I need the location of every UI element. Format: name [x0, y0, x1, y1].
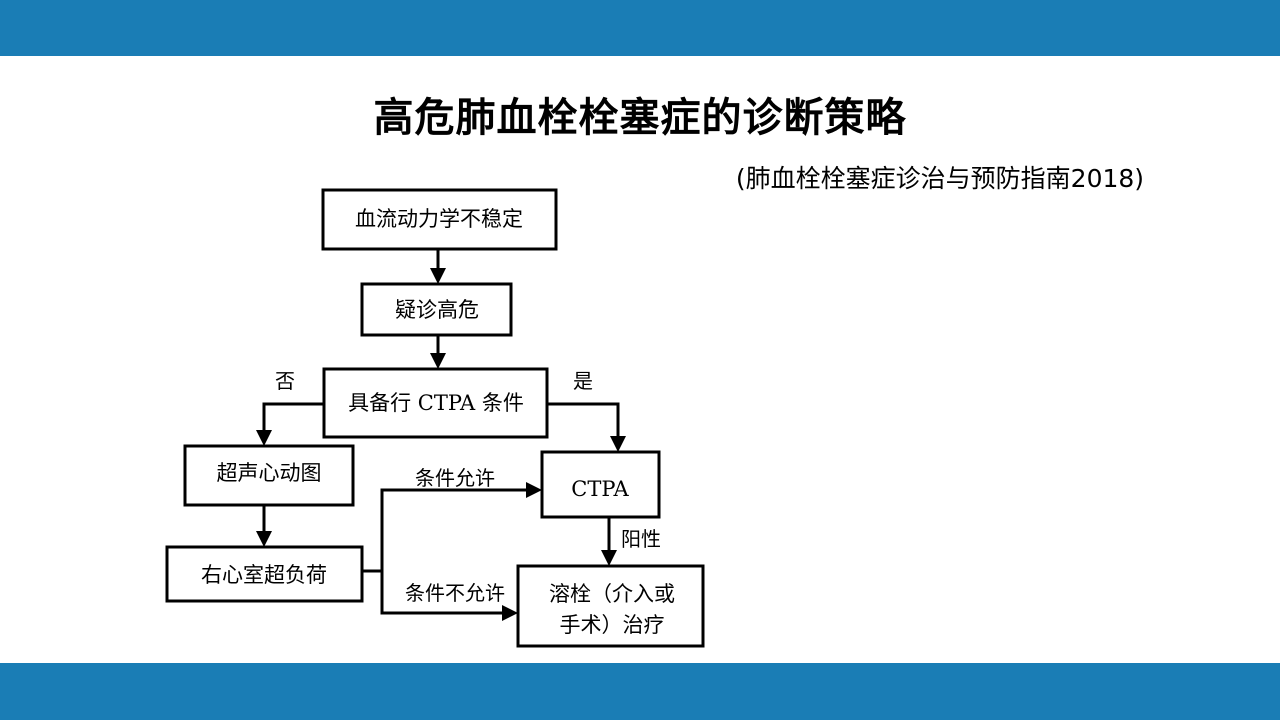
edge-label-yes: 是 — [573, 369, 593, 393]
node-label: 血流动力学不稳定 — [355, 207, 523, 231]
edge-label-not-allowed: 条件不允许 — [405, 581, 505, 605]
node-label: 疑诊高危 — [395, 298, 479, 322]
arrowhead — [430, 353, 446, 369]
bottom-banner — [0, 663, 1280, 720]
node-label: 具备行 CTPA 条件 — [348, 391, 524, 415]
edge-label-positive: 阳性 — [621, 527, 661, 551]
node-label: 超声心动图 — [217, 461, 322, 485]
slide-title: 高危肺血栓栓塞症的诊断策略 — [373, 95, 907, 141]
edge-label-no: 否 — [275, 369, 295, 393]
node-unstable: 血流动力学不稳定 — [321, 188, 558, 251]
node-suspected-high-risk: 疑诊高危 — [360, 282, 513, 337]
node-ctpa-condition: 具备行 CTPA 条件 — [322, 367, 549, 439]
arrowhead — [610, 436, 626, 452]
arrowhead — [601, 550, 617, 566]
arrowhead — [502, 605, 518, 621]
arrow-yes-to-ctpa — [547, 402, 620, 438]
node-label-line1: 溶栓（介入或 — [549, 582, 675, 606]
node-ctpa: CTPA — [540, 450, 661, 519]
arrowhead — [526, 482, 542, 498]
top-banner — [0, 0, 1280, 56]
node-label: 右心室超负荷 — [201, 563, 327, 587]
slide-source: (肺血栓栓塞症诊治与预防指南2018) — [735, 164, 1145, 193]
node-label-line2: 手术）治疗 — [560, 613, 665, 637]
node-rv-overload: 右心室超负荷 — [165, 545, 364, 603]
node-echo: 超声心动图 — [183, 444, 355, 507]
node-treatment: 溶栓（介入或 手术）治疗 — [516, 564, 705, 648]
connectors — [256, 249, 626, 621]
arrow-rv-branch — [362, 488, 528, 573]
arrow-no-to-echo — [262, 402, 324, 432]
arrowhead — [256, 430, 272, 446]
edge-label-allowed: 条件允许 — [415, 466, 495, 490]
arrowhead — [256, 531, 272, 547]
arrowhead — [430, 268, 446, 284]
arrow-rv-to-treatment — [380, 571, 504, 615]
node-label: CTPA — [571, 477, 629, 501]
